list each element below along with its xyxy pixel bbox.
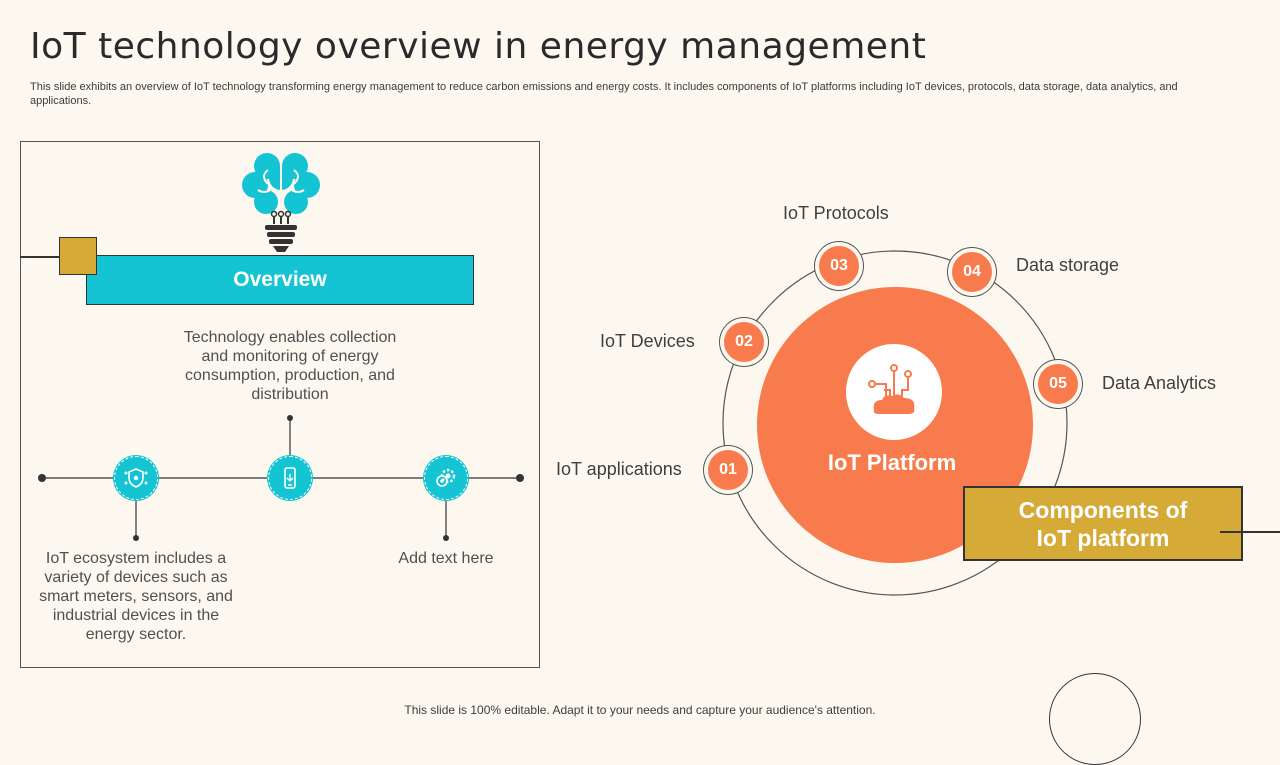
- timeline-item-ecosystem-text: IoT ecosystem includes a variety of devi…: [39, 550, 233, 643]
- gear-settings-icon: [424, 456, 468, 500]
- timeline-item-add-text: Add text here: [398, 550, 494, 567]
- overview-heading-bar: Overview: [86, 255, 474, 305]
- component-label-data-analytics: Data Analytics: [1102, 373, 1217, 393]
- overview-accent-square: [59, 237, 97, 275]
- overview-heading: Overview: [233, 268, 327, 291]
- component-number-05: 05: [1038, 364, 1078, 404]
- brain-bulb-icon: [242, 153, 320, 252]
- component-number-03: 03: [819, 246, 859, 286]
- smartphone-icon: [268, 456, 312, 500]
- footer-note: This slide is 100% editable. Adapt it to…: [404, 703, 876, 717]
- shield-network-icon: [114, 456, 158, 500]
- overview-panel: [20, 141, 540, 668]
- platform-orbit-ring: [722, 250, 1068, 596]
- components-callout-line-1: Components of: [1018, 496, 1188, 523]
- components-callout-box: Components of IoT platform: [963, 486, 1243, 561]
- component-label-iot-protocols: IoT Protocols: [783, 203, 889, 223]
- component-label-iot-applications: IoT applications: [556, 459, 682, 479]
- slide-title: IoT technology overview in energy manage…: [30, 26, 927, 67]
- overview-description: Technology enables collection and monito…: [183, 329, 397, 403]
- slide-subtitle: This slide exhibits an overview of IoT t…: [30, 81, 1178, 107]
- cloud-circuit-icon: [846, 344, 942, 440]
- component-number-02: 02: [724, 322, 764, 362]
- callout-connector: [1220, 531, 1280, 533]
- iot-platform-label: IoT Platform: [827, 450, 957, 475]
- component-number-01: 01: [708, 450, 748, 490]
- component-number-04: 04: [952, 252, 992, 292]
- component-label-data-storage: Data storage: [1016, 255, 1120, 275]
- component-label-iot-devices: IoT Devices: [600, 331, 695, 351]
- decorative-circle: [1049, 673, 1141, 765]
- components-callout-line-2: IoT platform: [1036, 524, 1170, 551]
- overview-connector: [20, 256, 60, 258]
